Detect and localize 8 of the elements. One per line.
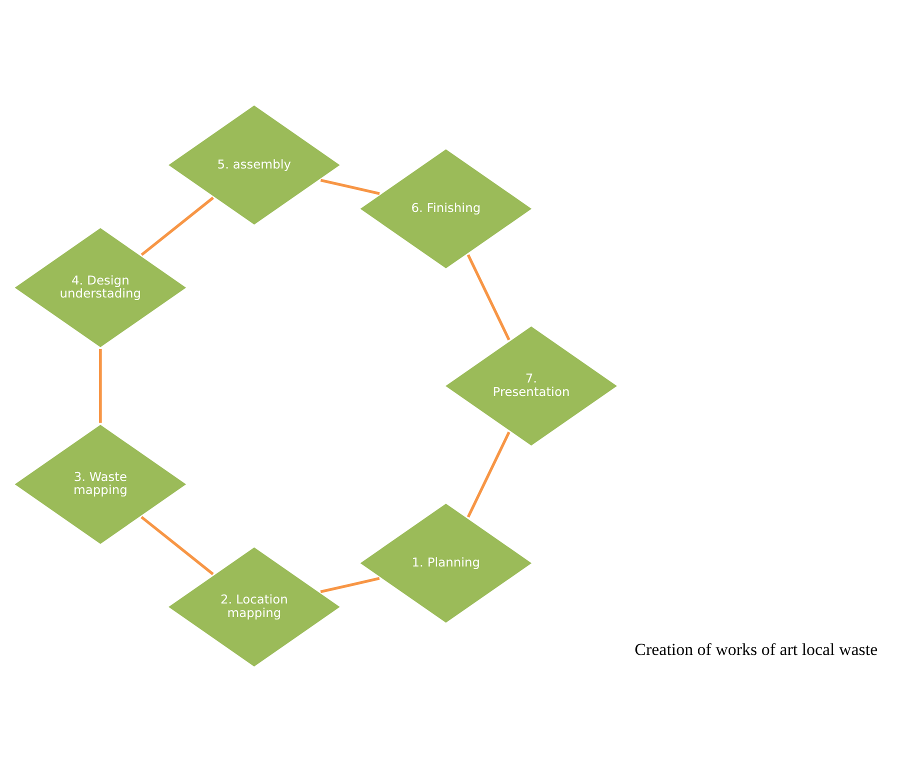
- connector: [466, 254, 510, 340]
- connector: [466, 430, 510, 518]
- label: Creation of works of art local waste: [634, 640, 878, 659]
- connector: [140, 515, 214, 575]
- connector: [99, 348, 102, 422]
- connector: [320, 178, 380, 195]
- connector: [140, 196, 214, 256]
- connector: [320, 576, 380, 593]
